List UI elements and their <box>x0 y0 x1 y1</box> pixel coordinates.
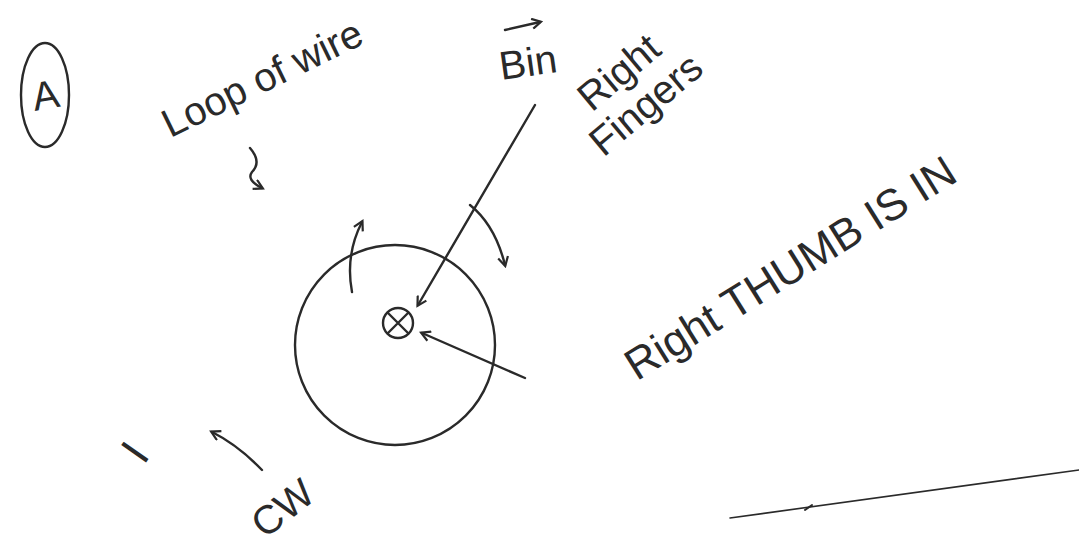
cw-arrow <box>212 432 262 470</box>
current-label: I <box>113 434 158 471</box>
vector-arrow <box>505 22 540 30</box>
fingers-label: Right Fingers <box>544 4 721 171</box>
into-page-cross <box>388 313 408 333</box>
page-line <box>730 470 1079 518</box>
circle-mark <box>21 43 69 147</box>
into-page-symbol <box>383 308 413 338</box>
current-arrow <box>350 222 362 292</box>
leader-line <box>418 105 535 305</box>
field-label: Bin <box>496 37 559 87</box>
circled-letter: A <box>29 72 63 118</box>
thumb-label: Right THUMB IS IN <box>617 148 964 389</box>
direction-label: CW <box>243 471 321 545</box>
fingers-arrow <box>470 205 505 265</box>
loop-label: Loop of wire <box>155 11 369 144</box>
leader-line <box>422 333 525 378</box>
hook-arrow <box>250 148 262 188</box>
wire-loop <box>295 245 495 445</box>
page-mark <box>805 505 812 510</box>
